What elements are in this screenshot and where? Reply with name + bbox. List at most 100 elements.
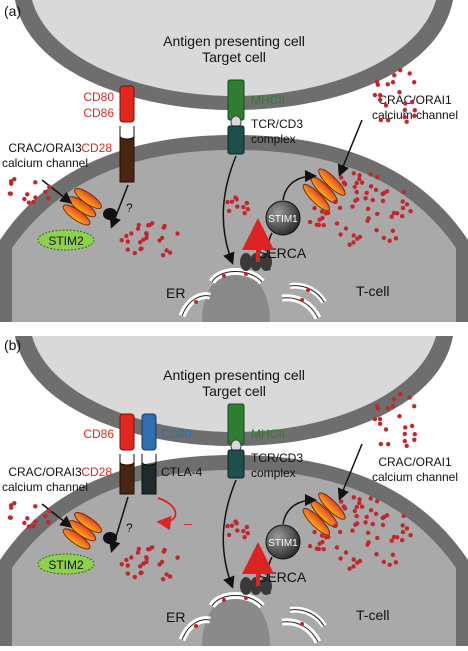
- calcium-ion: [31, 523, 36, 529]
- calcium-ion: [354, 189, 359, 195]
- calcium-ion: [136, 546, 141, 552]
- calcium-ion: [164, 572, 169, 577]
- calcium-ion: [386, 118, 391, 123]
- apc-body: [32, 0, 436, 96]
- calcium-ion: [352, 184, 357, 190]
- calcium-ion: [352, 508, 357, 514]
- calcium-ion: [226, 208, 232, 214]
- calcium-ion: [138, 240, 143, 245]
- question-mark: ?: [126, 201, 133, 215]
- apc-body: [32, 336, 436, 432]
- orai1-influx-arrow: [337, 119, 363, 177]
- apc-label-line2: Target cell: [202, 383, 266, 399]
- calcium-ion: [407, 395, 412, 400]
- calcium-ion: [31, 199, 36, 205]
- cd80-cd86-ligand: [119, 85, 135, 123]
- calcium-ion: [355, 521, 360, 526]
- calcium-ion: [375, 406, 380, 411]
- calcium-ion: [385, 82, 390, 87]
- calcium-ion: [378, 441, 383, 447]
- calcium-ion: [342, 506, 348, 511]
- panel-letter: (a): [4, 3, 21, 19]
- calcium-ion: [408, 533, 413, 538]
- calcium-ions: [7, 392, 417, 582]
- cd28-receptor: [119, 126, 135, 183]
- calcium-ion: [144, 555, 149, 560]
- calcium-ion: [157, 238, 162, 243]
- mhcii-label: MHCII: [251, 93, 285, 107]
- cd28-label: CD28: [81, 141, 112, 155]
- cd86-label: CD86: [83, 106, 114, 120]
- calcium-ion: [43, 189, 48, 195]
- calcium-ion: [390, 552, 396, 557]
- calcium-ion: [364, 190, 369, 196]
- calcium-ion: [33, 180, 38, 185]
- orai3-label-1: CRAC/ORAI3: [8, 465, 82, 479]
- calcium-ion: [402, 107, 407, 113]
- panel-letter: (b): [4, 337, 21, 353]
- calcium-ion: [319, 533, 325, 538]
- calcium-ion: [244, 524, 250, 530]
- calcium-ion: [164, 248, 169, 253]
- calcium-ion: [320, 215, 325, 221]
- calcium-ion: [229, 523, 235, 528]
- er-label: ER: [166, 285, 185, 301]
- calcium-ion: [354, 180, 359, 186]
- calcium-ion: [412, 437, 417, 442]
- calcium-ion: [383, 427, 389, 432]
- tcr-to-er-arrow: [222, 155, 237, 265]
- calcium-ion: [160, 577, 166, 582]
- t-cell-label: T-cell: [356, 607, 389, 623]
- calcium-ion: [359, 504, 365, 509]
- calcium-ion: [412, 80, 417, 85]
- inhibit-sign: –: [184, 515, 192, 531]
- calcium-ion: [400, 214, 405, 219]
- tcr-label-2: complex: [251, 466, 296, 480]
- calcium-ion: [374, 228, 379, 233]
- calcium-ion: [147, 222, 152, 228]
- calcium-ion: [46, 196, 51, 201]
- calcium-ion: [401, 513, 406, 519]
- calcium-ion: [132, 250, 137, 256]
- calcium-ion: [400, 523, 405, 528]
- calcium-ion: [242, 211, 247, 216]
- calcium-ion: [373, 511, 379, 516]
- serca-pump: [240, 253, 272, 271]
- calcium-ion: [241, 528, 246, 534]
- calcium-ion: [412, 108, 417, 113]
- calcium-ion: [377, 416, 383, 422]
- calcium-ion: [244, 200, 250, 206]
- tcr-cd3: [227, 125, 245, 155]
- calcium-ion: [412, 432, 417, 437]
- calcium-ion: [47, 508, 52, 514]
- calcium-ion: [402, 438, 407, 444]
- cd28-label: CD28: [81, 465, 112, 479]
- calcium-ion: [378, 117, 383, 123]
- calcium-ion: [373, 187, 379, 192]
- stim1-label: STIM1: [268, 214, 298, 225]
- calcium-ion: [357, 497, 362, 502]
- calcium-ion: [357, 176, 362, 182]
- calcium-ion: [366, 216, 371, 221]
- calcium-ion: [167, 574, 173, 579]
- er: [178, 268, 327, 322]
- ctla4-inhibition-arrow: [156, 497, 177, 531]
- stim2-label: STIM2: [48, 234, 84, 248]
- calcium-ion: [375, 211, 380, 217]
- calcium-ion: [403, 425, 408, 430]
- er: [178, 592, 327, 646]
- calcium-ion: [355, 236, 360, 241]
- stim2: [37, 553, 95, 575]
- calcium-ion: [383, 103, 389, 108]
- calcium-ion: [351, 564, 356, 569]
- calcium-ion: [125, 247, 130, 252]
- calcium-ion: [390, 228, 396, 233]
- calcium-ion: [389, 538, 394, 543]
- calcium-ion: [144, 231, 149, 236]
- calcium-ion: [375, 82, 380, 87]
- calcium-ion: [129, 231, 134, 236]
- calcium-ion: [233, 519, 238, 524]
- stim2-label: STIM2: [48, 558, 84, 572]
- calcium-ion: [397, 414, 402, 419]
- serca-label: SERCA: [258, 569, 307, 585]
